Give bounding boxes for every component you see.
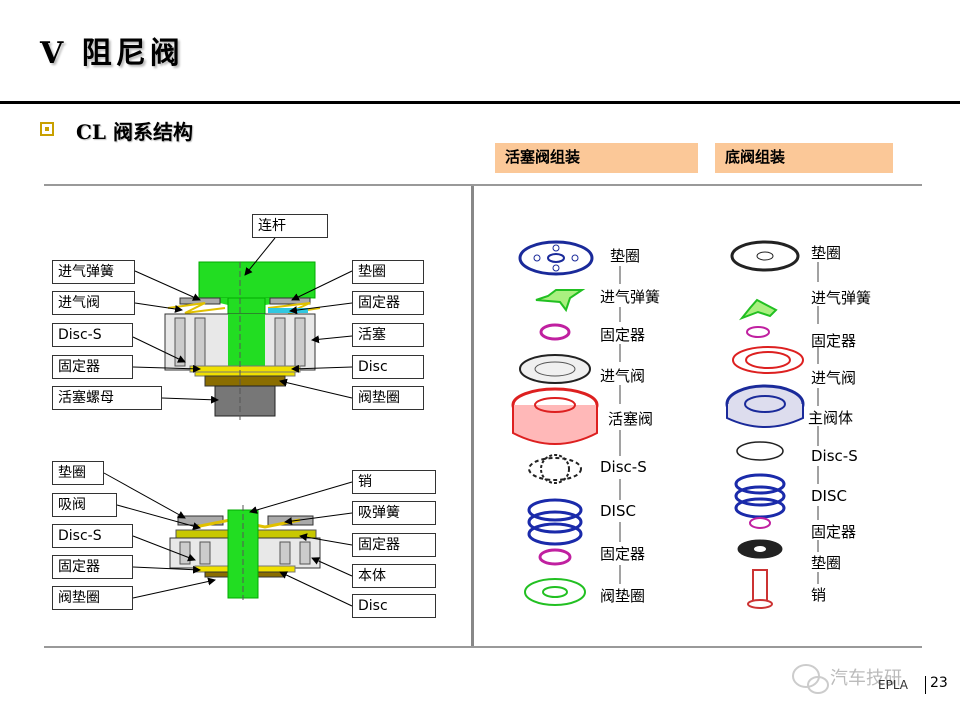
title-divider [0,101,960,104]
base-assembly-header: 底阀组装 [715,143,893,173]
piston-part-6: Disc-S [600,458,647,476]
base-part-4: 进气阀 [811,369,857,387]
base-part-6: Disc-S [811,447,858,465]
bottom-left-label-5: 阀垫圈 [52,586,133,610]
top-divider [44,184,922,186]
bottom-left-label-3: Disc-S [52,524,133,548]
base-part-1: 垫圈 [811,244,842,262]
base-part-7: DISC [811,487,847,505]
piston-part-8: 固定器 [600,545,646,563]
top-right-label-2: 固定器 [352,291,424,315]
piston-valve-section [164,261,321,420]
base-exploded-parts [725,240,805,609]
piston-nut [214,385,276,417]
piston-part-9: 阀垫圈 [600,587,646,605]
top-right-label-3: 活塞 [352,323,424,347]
bottom-left-label-1: 垫圈 [52,461,104,485]
base-part-3: 固定器 [811,332,857,350]
footer-code: EPLA [878,678,908,692]
bottom-right-label-1: 销 [352,470,436,494]
top-right-label-1: 垫圈 [352,260,424,284]
top-right-label-4: Disc [352,355,424,379]
column-divider [471,186,474,646]
footer-brand: 汽车技研 [830,668,902,689]
base-part-9: 垫圈 [811,554,842,572]
top-left-label-3: Disc-S [52,323,133,347]
page-number: 23 [930,675,948,691]
bottom-right-label-2: 吸弹簧 [352,501,436,525]
page-title: V 阻尼阀 [40,36,184,71]
base-part-10: 销 [811,586,827,604]
base-valve-section [169,505,321,600]
piston-part-1: 垫圈 [610,247,641,265]
rod-top [198,261,316,299]
piston-part-2: 进气弹簧 [600,288,661,306]
section-subtitle: CL 阀系结构 [76,120,193,144]
base-part-8: 固定器 [811,523,857,541]
piston-part-5: 活塞阀 [608,410,654,428]
bottom-left-label-2: 吸阀 [52,493,117,517]
piston-assembly-header: 活塞阀组装 [495,143,698,173]
bullet-icon [40,122,54,136]
bottom-right-label-5: Disc [352,594,436,618]
top-left-label-5: 活塞螺母 [52,386,162,410]
bottom-divider [44,646,922,648]
bottom-right-label-3: 固定器 [352,533,436,557]
base-part-2: 进气弹簧 [811,289,872,307]
piston-part-7: DISC [600,502,636,520]
piston-exploded-parts [511,240,599,606]
wechat-icon [792,664,829,694]
bottom-right-label-4: 本体 [352,564,436,588]
bottom-left-label-4: 固定器 [52,555,133,579]
top-right-label-5: 阀垫圈 [352,386,424,410]
top-left-label-1: 进气弹簧 [52,260,135,284]
top-left-label-2: 进气阀 [52,291,135,315]
label-connecting-rod: 连杆 [252,214,328,238]
footer-separator [925,676,926,694]
top-left-label-4: 固定器 [52,355,133,379]
base-part-5: 主阀体 [808,409,854,427]
piston-part-3: 固定器 [600,326,646,344]
piston-part-4: 进气阀 [600,367,646,385]
